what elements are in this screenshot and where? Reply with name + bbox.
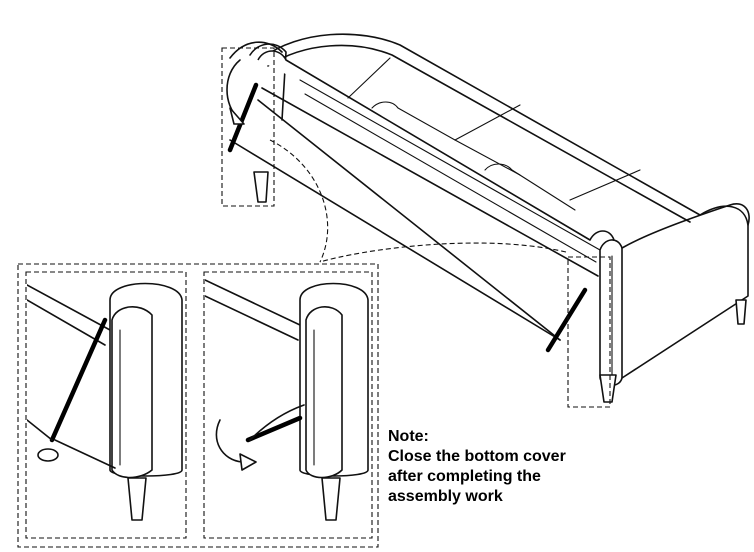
- detail-panel-closed: [203, 271, 373, 539]
- highlight-left-region: [221, 47, 275, 207]
- highlight-right-region: [567, 256, 611, 408]
- sofa-illustration: [226, 33, 750, 403]
- note-line-1: Close the bottom cover: [388, 448, 566, 465]
- note-line-3: assembly work: [388, 488, 503, 505]
- detail-panel-open: [25, 271, 187, 539]
- note-heading: Note:: [388, 428, 429, 445]
- connector-right: [319, 242, 567, 263]
- assembly-note: Note: Close the bottom cover after compl…: [388, 427, 638, 507]
- connector-left: [269, 139, 329, 263]
- detail-callout-frame: [17, 263, 379, 548]
- note-line-2: after completing the: [388, 468, 541, 485]
